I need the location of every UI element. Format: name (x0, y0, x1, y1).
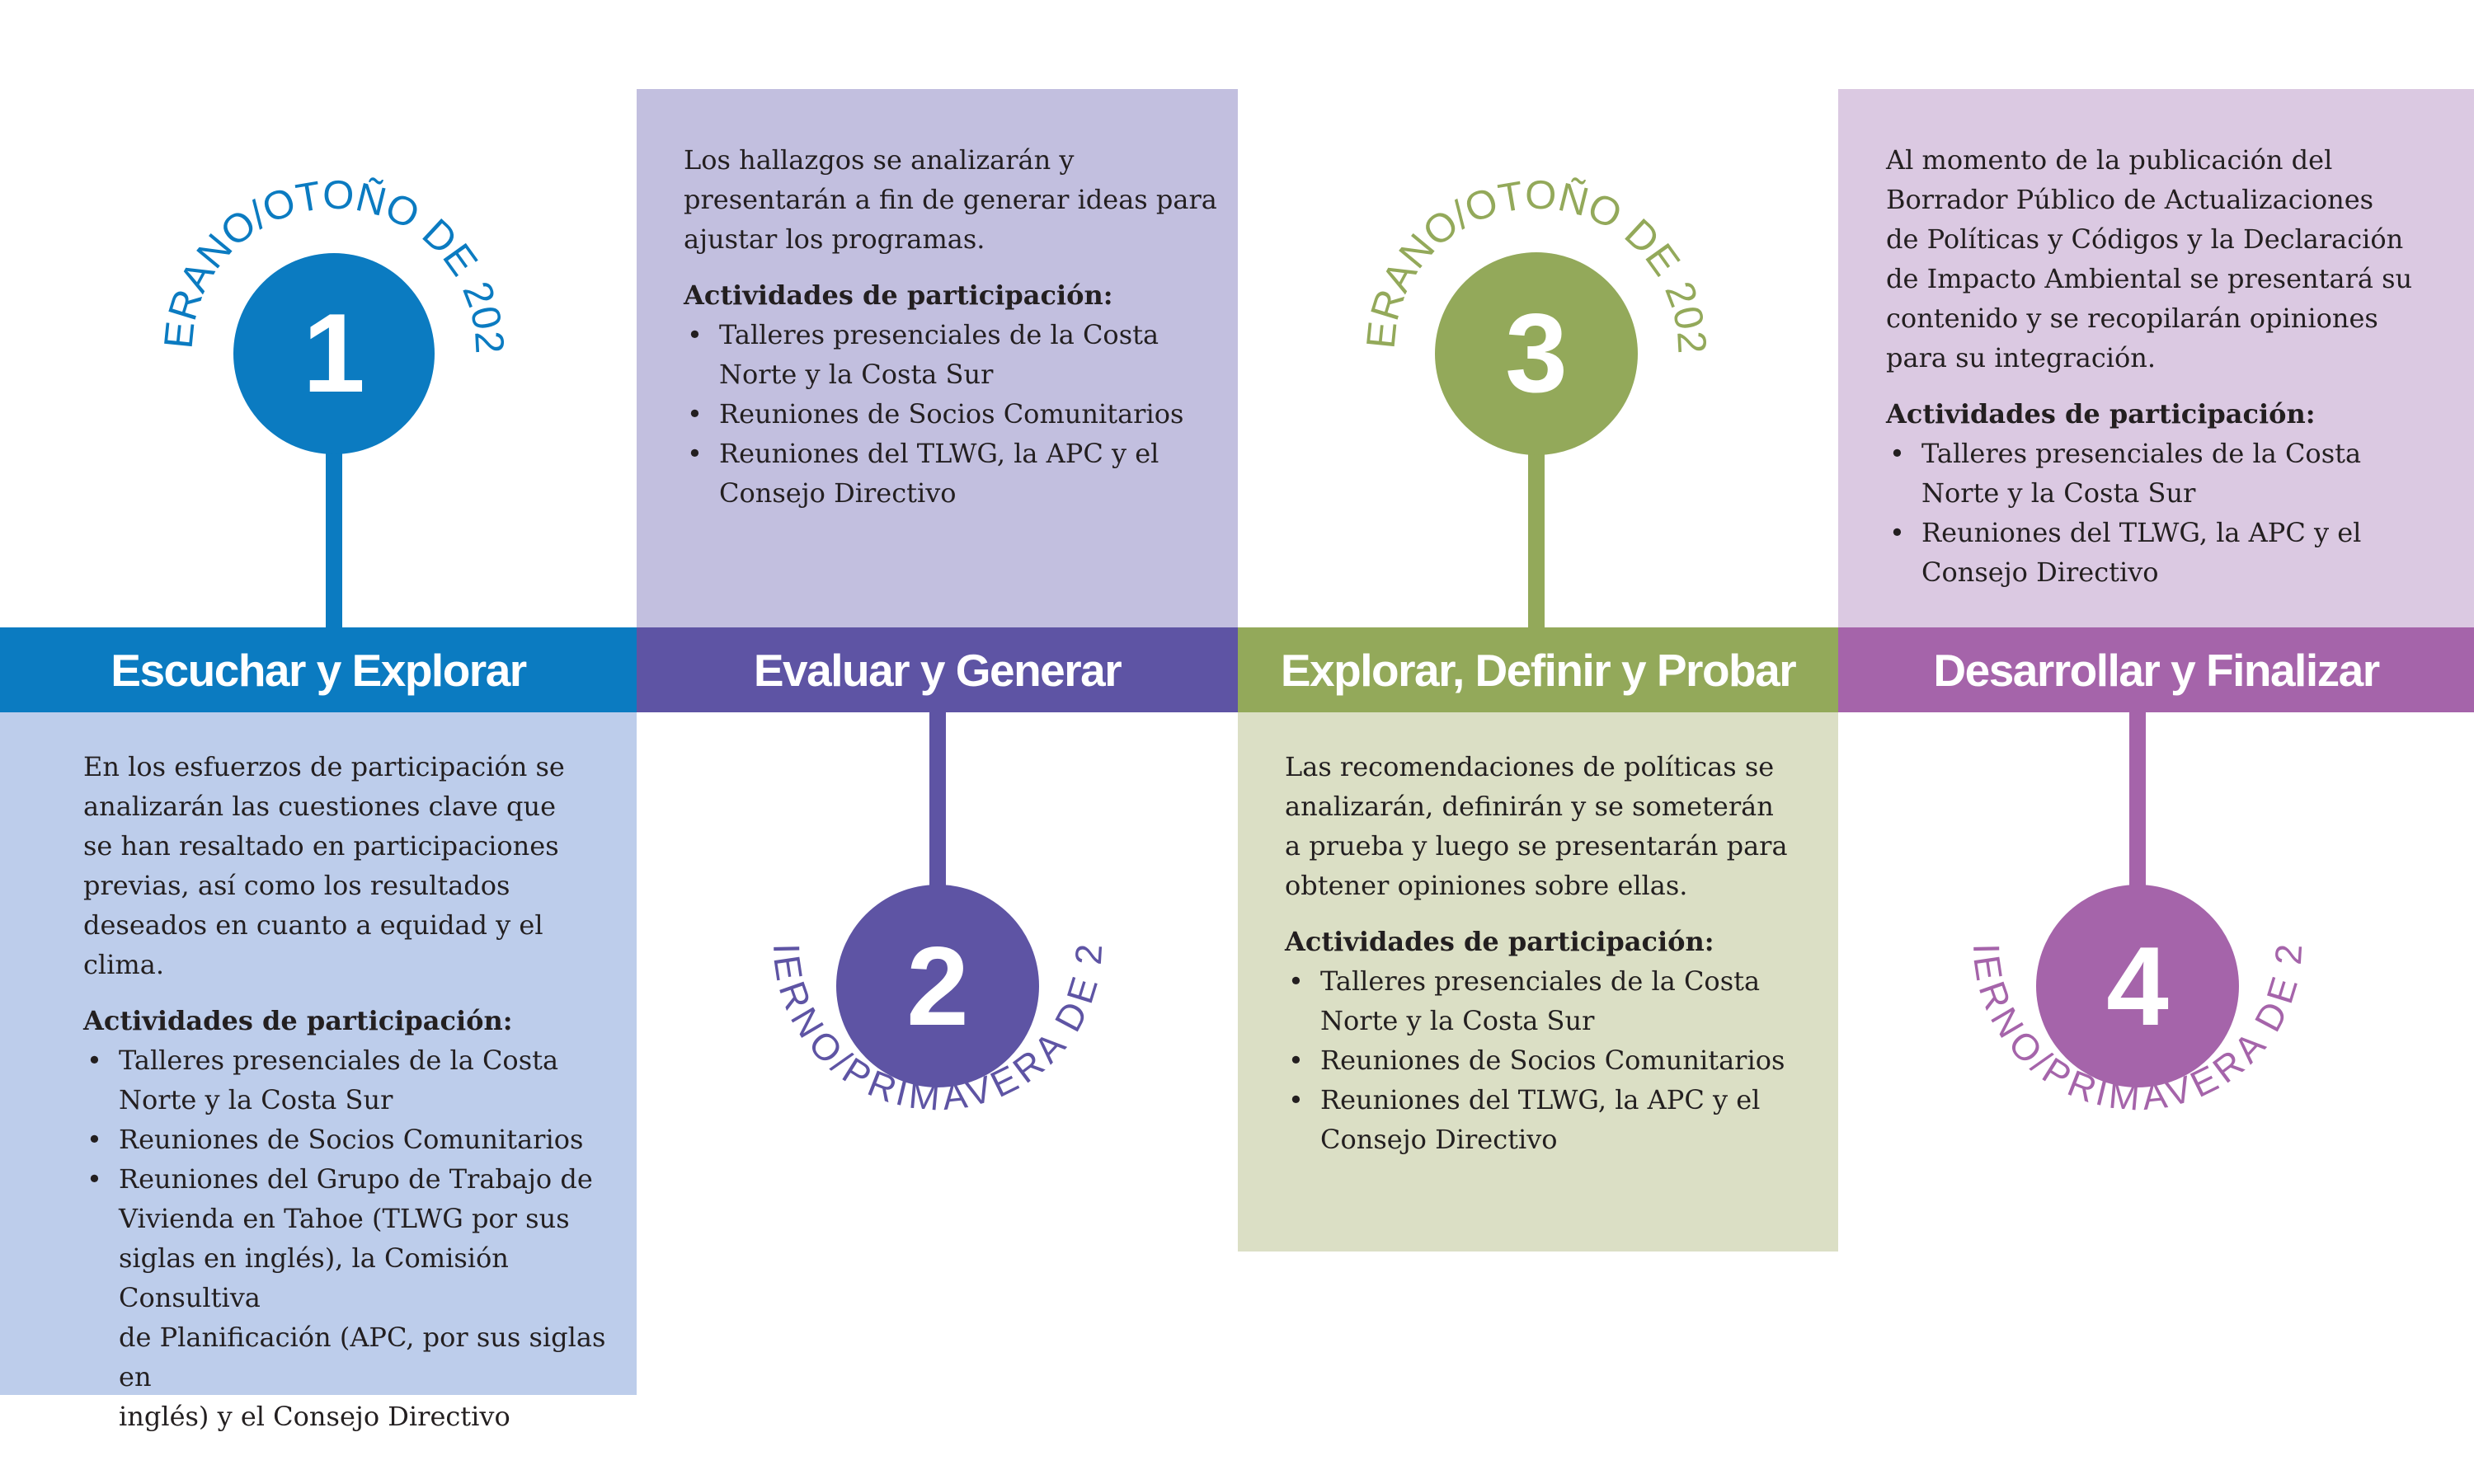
description-line: analizarán, definirán y se someterán (1285, 791, 1774, 822)
activity-line: Norte y la Costa Sur (719, 359, 994, 390)
activity-line: Norte y la Costa Sur (119, 1084, 393, 1115)
activity-line: Talleres presenciales de la Costa (1921, 438, 2362, 469)
description-line: Los hallazgos se analizarán y (684, 144, 1075, 176)
description-line: deseados en cuanto a equidad y el clima. (83, 909, 543, 980)
stage-2-description: Los hallazgos se analizarán y presentarán… (684, 140, 1228, 259)
stage-4-number: 4 (2106, 923, 2169, 1049)
activity-line: de Planificación (APC, por sus siglas en (119, 1322, 606, 1392)
activity-line: Talleres presenciales de la Costa (1320, 965, 1761, 997)
description-line: de Impacto Ambiental se presentará su (1886, 263, 2413, 294)
stage-3-description: Las recomendaciones de políticas se anali… (1285, 747, 1829, 905)
activity-line: Reuniones del Grupo de Trabajo de (119, 1163, 593, 1195)
activity-item: Reuniones del Grupo de Trabajo de Viviend… (83, 1159, 628, 1436)
activity-line: Reuniones del TLWG, la APC y el (1921, 517, 2362, 548)
stage-2-number: 2 (906, 923, 969, 1049)
stage-1-description: En los esfuerzos de participación se anal… (83, 747, 628, 984)
stage-1-number: 1 (303, 290, 365, 416)
description-line: Las recomendaciones de políticas se (1285, 751, 1775, 782)
activity-line: Talleres presenciales de la Costa (119, 1045, 559, 1076)
description-line: ajustar los programas. (684, 223, 985, 255)
description-line: previas, así como los resultados (83, 870, 510, 901)
stage-2-activities-title: Actividades de participación: (684, 279, 1113, 311)
stage-4-stem (2129, 711, 2146, 899)
stage-2-content: Los hallazgos se analizarán y presentarán… (684, 140, 1228, 513)
stage-3-content: Las recomendaciones de políticas se anali… (1285, 747, 1829, 1159)
activity-line: Reuniones del TLWG, la APC y el (719, 438, 1159, 469)
activity-line: Reuniones de Socios Comunitarios (119, 1124, 584, 1155)
activity-line: Consejo Directivo (1320, 1124, 1558, 1155)
activity-item: Reuniones de Socios Comunitarios (83, 1120, 628, 1159)
description-line: obtener opiniones sobre ellas. (1285, 870, 1688, 901)
stage-3-activities-title: Actividades de participación: (1285, 926, 1714, 957)
stage-2-title: Evaluar y Generar (637, 627, 1238, 712)
description-line: contenido y se recopilarán opiniones (1886, 303, 2378, 334)
activity-item: Reuniones de Socios Comunitarios (1285, 1040, 1829, 1080)
activity-line: Vivienda en Tahoe (TLWG por sus (119, 1203, 570, 1234)
activity-line: Consejo Directivo (1921, 556, 2159, 588)
description-line: a prueba y luego se presentarán para (1285, 830, 1788, 862)
stage-3-title: Explorar, Definir y Probar (1238, 627, 1838, 712)
stage-1-content: En los esfuerzos de participación se anal… (83, 747, 628, 1436)
activity-line: Reuniones de Socios Comunitarios (1320, 1045, 1785, 1076)
activity-line: Consejo Directivo (719, 477, 957, 509)
activity-item: Reuniones del TLWG, la APC y el Consejo D… (1886, 513, 2463, 592)
activity-item: Reuniones de Socios Comunitarios (684, 394, 1228, 434)
activity-item: Reuniones del TLWG, la APC y el Consejo D… (684, 434, 1228, 513)
activity-item: Reuniones del TLWG, la APC y el Consejo D… (1285, 1080, 1829, 1159)
stage-4-activities-title: Actividades de participación: (1886, 398, 2316, 430)
description-line: para su integración. (1886, 342, 2157, 373)
description-line: de Políticas y Códigos y la Declaración (1886, 223, 2404, 255)
stage-1-stem (326, 437, 342, 628)
stage-3-number: 3 (1505, 290, 1568, 416)
activity-line: Reuniones del TLWG, la APC y el (1320, 1084, 1761, 1115)
stage-1-activities-title: Actividades de participación: (83, 1005, 513, 1036)
description-line: Borrador Público de Actualizaciones (1886, 184, 2374, 215)
stage-1-title: Escuchar y Explorar (0, 627, 637, 712)
description-line: En los esfuerzos de participación se (83, 751, 565, 782)
description-line: Al momento de la publicación del (1886, 144, 2333, 176)
activity-line: Reuniones de Socios Comunitarios (719, 398, 1184, 430)
description-line: presentarán a fin de generar ideas para (684, 184, 1217, 215)
activity-line: Norte y la Costa Sur (1320, 1005, 1595, 1036)
activity-line: inglés) y el Consejo Directivo (119, 1401, 510, 1432)
description-line: se han resaltado en participaciones (83, 830, 559, 862)
stage-4-title: Desarrollar y Finalizar (1838, 627, 2474, 712)
stage-2-stem (929, 711, 946, 899)
activity-line: Norte y la Costa Sur (1921, 477, 2196, 509)
description-line: analizarán las cuestiones clave que (83, 791, 557, 822)
activity-line: siglas en inglés), la Comisión Consultiv… (119, 1242, 509, 1313)
stage-3-stem (1528, 437, 1545, 628)
activity-line: Talleres presenciales de la Costa (719, 319, 1159, 350)
